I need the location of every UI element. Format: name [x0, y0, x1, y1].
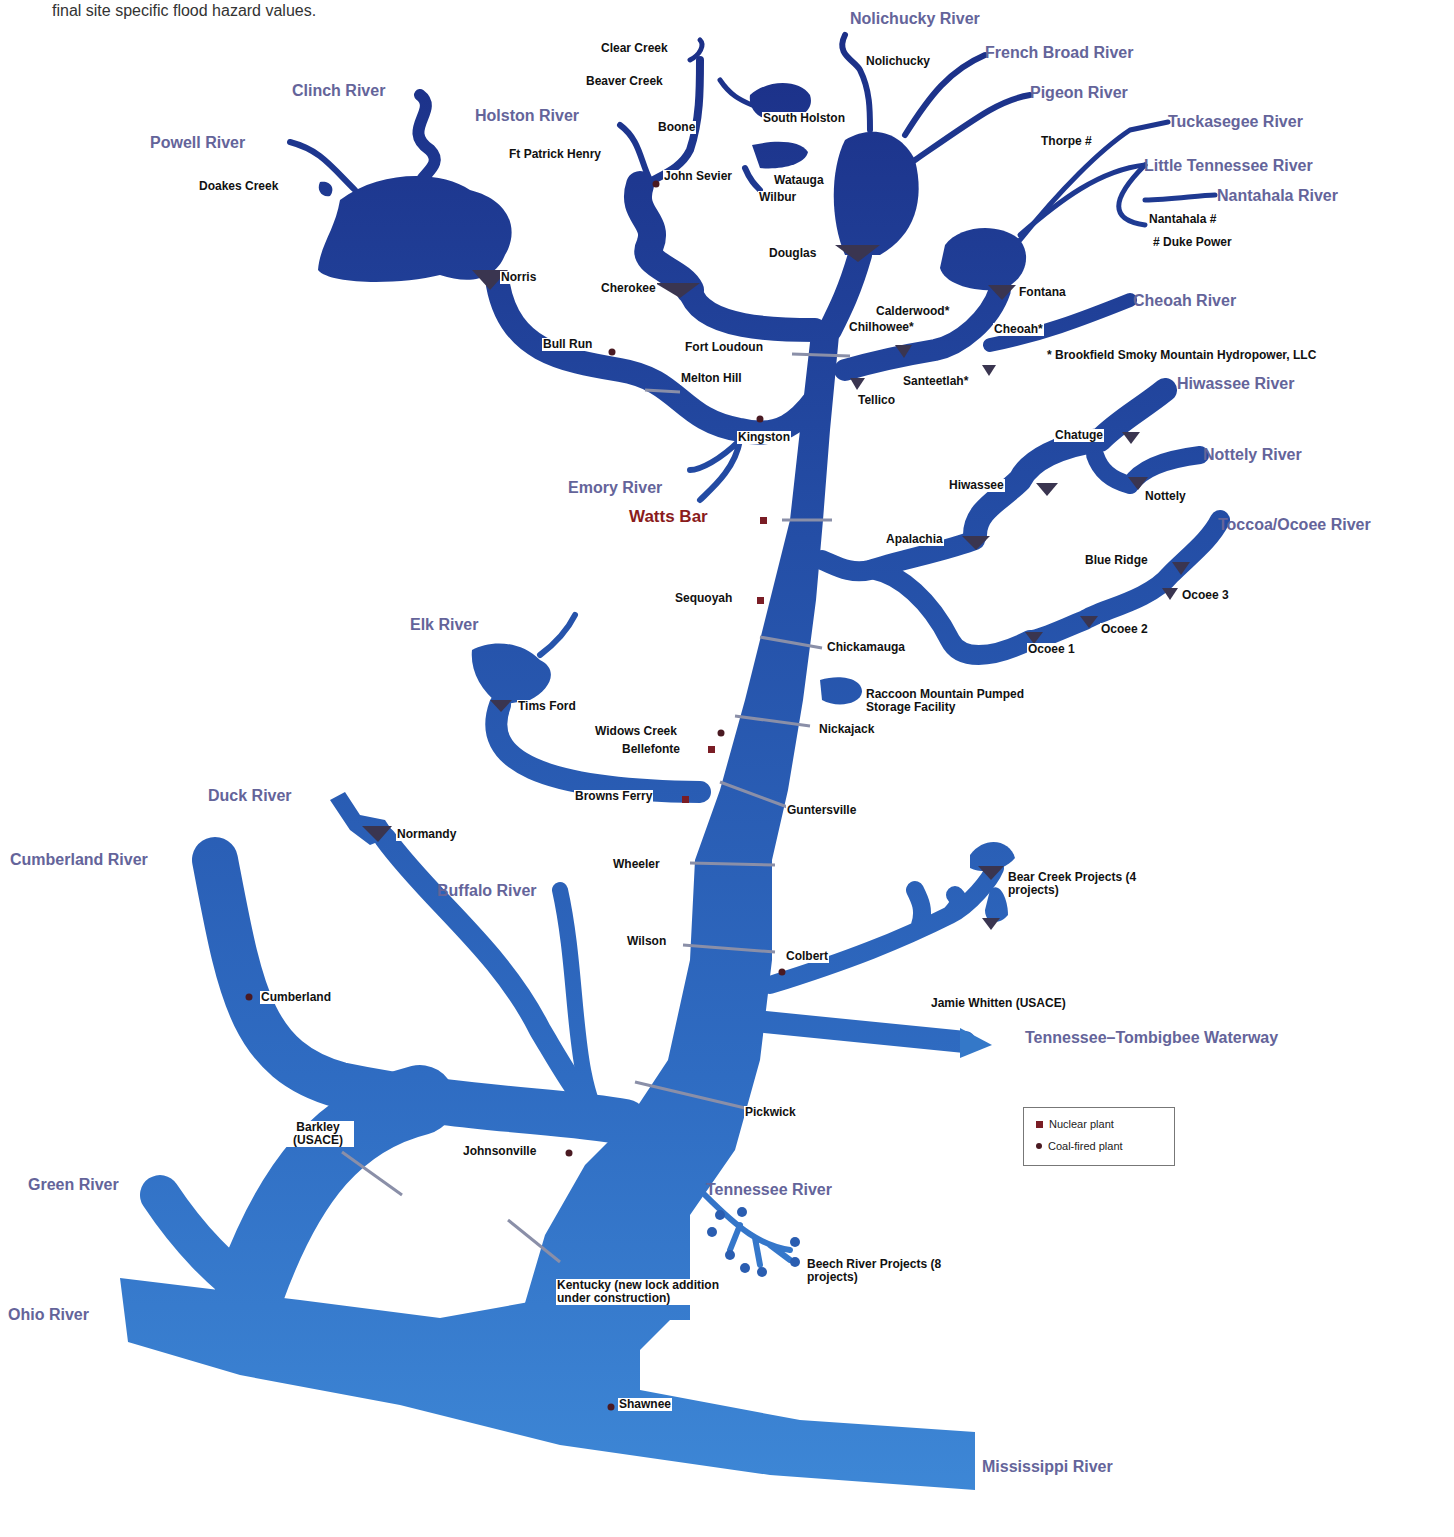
site-label: Watauga	[773, 174, 825, 187]
river-name: Ohio River	[8, 1306, 89, 1324]
site-label: * Brookfield Smoky Mountain Hydropower, …	[1046, 349, 1317, 362]
site-label: Clear Creek	[600, 42, 669, 55]
plant-name: Watts Bar	[628, 508, 709, 527]
site-label: Beaver Creek	[585, 75, 664, 88]
coal-dot-sample	[1036, 1143, 1042, 1149]
site-label: Ocoee 2	[1100, 623, 1149, 636]
site-label: Boone	[657, 121, 696, 134]
site-label: Thorpe #	[1040, 135, 1093, 148]
river-name: Emory River	[568, 479, 662, 497]
site-label: Pickwick	[744, 1106, 797, 1119]
site-label: Cheoah*	[993, 323, 1044, 336]
river-name: Little Tennessee River	[1144, 157, 1313, 175]
river-name: Cheoah River	[1133, 292, 1236, 310]
site-label: Wilbur	[758, 191, 797, 204]
site-label: Hiwassee	[948, 479, 1005, 492]
site-label: Santeetlah*	[902, 375, 969, 388]
site-label: Ocoee 3	[1181, 589, 1230, 602]
site-label: # Duke Power	[1152, 236, 1233, 249]
site-label: Colbert	[785, 950, 829, 963]
site-label: Chatuge	[1054, 429, 1104, 442]
site-label: final site specific flood hazard values.	[52, 2, 316, 20]
site-label: Guntersville	[786, 804, 857, 817]
site-label: John Sevier	[663, 170, 733, 183]
site-label: Bear Creek Projects (4 projects)	[1007, 871, 1179, 897]
river-name: Tennessee–Tombigbee Waterway	[1025, 1029, 1278, 1047]
legend-entry: Nuclear plant	[1036, 1118, 1114, 1130]
site-label: Jamie Whitten (USACE)	[930, 997, 1067, 1010]
site-label: Chickamauga	[826, 641, 906, 654]
site-label: Apalachia	[885, 533, 944, 546]
river-name: Nottely River	[1203, 446, 1302, 464]
site-label: Nickajack	[818, 723, 875, 736]
river-name: Green River	[28, 1176, 119, 1194]
site-label: Normandy	[396, 828, 457, 841]
site-label: Fort Loudoun	[684, 341, 764, 354]
legend-entry: Coal-fired plant	[1036, 1140, 1123, 1152]
site-label: Beech River Projects (8 projects)	[806, 1258, 978, 1284]
river-name: Cumberland River	[10, 851, 148, 869]
river-name: Powell River	[150, 134, 245, 152]
nuclear-square-sample	[1036, 1121, 1043, 1128]
legend-box: Nuclear plantCoal-fired plant	[1023, 1107, 1175, 1166]
river-name: Duck River	[208, 787, 292, 805]
site-label: Kingston	[737, 431, 791, 444]
river-name: Nolichucky River	[850, 10, 980, 28]
legend-text: Nuclear plant	[1049, 1118, 1114, 1130]
site-label: Fontana	[1018, 286, 1067, 299]
site-label: Douglas	[768, 247, 817, 260]
site-label: South Holston	[762, 112, 846, 125]
river-name: Holston River	[475, 107, 579, 125]
site-label: Calderwood*	[875, 305, 950, 318]
river-name: Clinch River	[292, 82, 385, 100]
site-label: Nantahala #	[1148, 213, 1217, 226]
river-name: Tuckasegee River	[1168, 113, 1303, 131]
site-label: Ft Patrick Henry	[508, 148, 602, 161]
river-name: Mississippi River	[982, 1458, 1113, 1476]
river-name: Elk River	[410, 616, 478, 634]
river-name: Toccoa/Ocoee River	[1218, 516, 1371, 534]
site-label: Wilson	[626, 935, 667, 948]
site-label: Chilhowee*	[848, 321, 915, 334]
river-name: Buffalo River	[437, 882, 537, 900]
site-label: Tims Ford	[517, 700, 577, 713]
site-label: Johnsonville	[462, 1145, 537, 1158]
site-label: Nottely	[1144, 490, 1187, 503]
site-label: Widows Creek	[594, 725, 678, 738]
site-label: Browns Ferry	[574, 790, 653, 803]
river-name: French Broad River	[985, 44, 1133, 62]
site-label: Shawnee	[618, 1398, 672, 1411]
site-label: Cherokee	[600, 282, 657, 295]
site-label: Nolichucky	[865, 55, 931, 68]
site-label: Raccoon Mountain Pumped Storage Facility	[865, 688, 1067, 714]
site-label: Blue Ridge	[1084, 554, 1149, 567]
site-label: Tellico	[857, 394, 896, 407]
site-label: Norris	[500, 271, 537, 284]
site-label: Barkley (USACE)	[282, 1121, 354, 1147]
site-label: Bellefonte	[621, 743, 681, 756]
site-label: Ocoee 1	[1027, 643, 1076, 656]
site-label: Doakes Creek	[198, 180, 279, 193]
river-name: Nantahala River	[1217, 187, 1338, 205]
site-label: Melton Hill	[680, 372, 743, 385]
site-label: Kentucky (new lock addition under constr…	[556, 1279, 723, 1305]
site-label: Cumberland	[260, 991, 332, 1004]
legend-text: Coal-fired plant	[1048, 1140, 1123, 1152]
river-name: Hiwassee River	[1177, 375, 1294, 393]
site-label: Sequoyah	[674, 592, 733, 605]
site-label: Wheeler	[612, 858, 661, 871]
river-name: Pigeon River	[1030, 84, 1128, 102]
river-name: Tennessee River	[706, 1181, 832, 1199]
site-label: Bull Run	[542, 338, 593, 351]
